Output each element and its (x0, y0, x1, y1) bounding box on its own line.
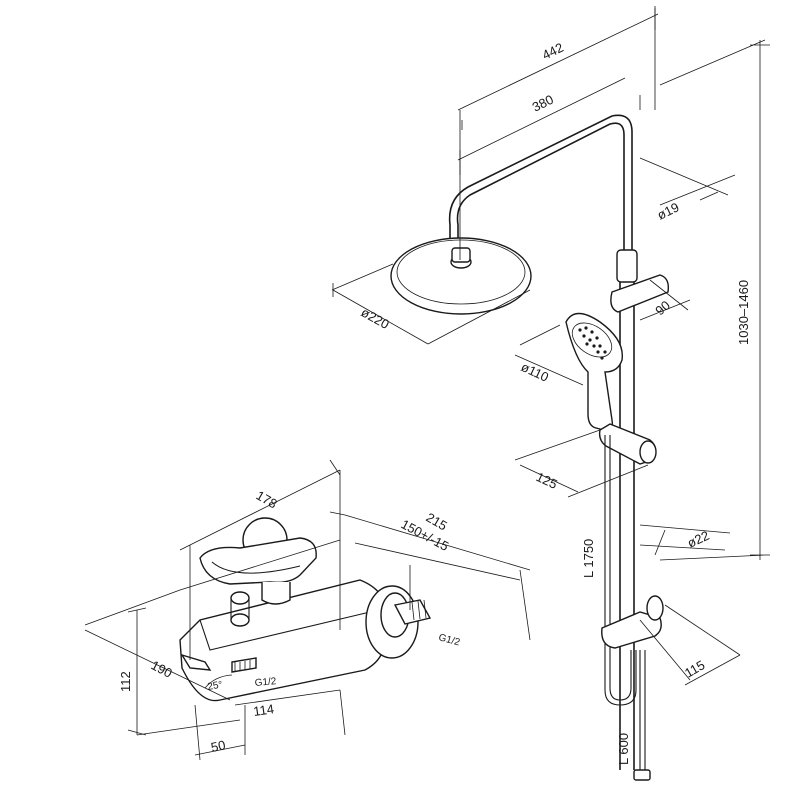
dim-hose-length-lower: L 600 (616, 733, 631, 765)
dim-mixer-width: 178 (254, 488, 280, 512)
mixer-lever (199, 537, 317, 585)
shower-hose (604, 435, 637, 706)
dim-height-range: 1030–1460 (736, 280, 751, 345)
dim-380: 380 (530, 92, 556, 115)
cartridge (261, 582, 291, 605)
dim-spout-projection: 50 (210, 737, 227, 755)
shower-system: 442 380 ø220 ø19 90 ø110 125 ø22 L 1750 … (331, 6, 770, 781)
mixer-dimension-lines (84, 459, 531, 761)
hand-shower (565, 312, 624, 431)
dim-slider-projection: 125 (534, 469, 560, 492)
bottom-bracket (601, 611, 662, 649)
shower-riser (448, 114, 633, 250)
mixer-body (179, 579, 386, 702)
dim-outlet-thread: G1/2 (254, 676, 277, 689)
dim-spout-offset: 114 (252, 701, 275, 719)
dim-mixer-depth: 190 (149, 657, 175, 680)
dim-mixer-height: 112 (118, 671, 133, 692)
dim-rail-diameter-top: ø19 (655, 199, 682, 222)
eccentric-right (365, 585, 432, 659)
dim-hose-length: L 1750 (581, 539, 596, 578)
dim-inlet-thread: G1/2 (437, 632, 461, 648)
rail-coupling (616, 249, 638, 283)
hose-nut (633, 769, 651, 781)
bath-mixer: 178 215 150+/-15 G1/2 190 25° G1/2 112 1… (84, 459, 531, 761)
dim-spout-angle: 25° (207, 679, 224, 692)
shower-rail (619, 250, 635, 770)
dim-head-diameter: ø220 (359, 305, 392, 332)
dim-handshower-diameter: ø110 (519, 359, 551, 385)
outlet-connector (231, 657, 257, 673)
dim-442: 442 (540, 40, 566, 63)
mixer-spout (180, 653, 212, 671)
dim-bottom-bracket: 115 (682, 657, 707, 680)
diverter-knob (230, 591, 250, 627)
spray-nozzles (578, 326, 607, 360)
shower-dimension-lines (331, 6, 770, 686)
rain-shower-head (390, 237, 532, 315)
head-holder-bracket (610, 274, 670, 313)
dim-holder-depth: 90 (652, 298, 673, 319)
shower-hose-lower (639, 650, 646, 770)
